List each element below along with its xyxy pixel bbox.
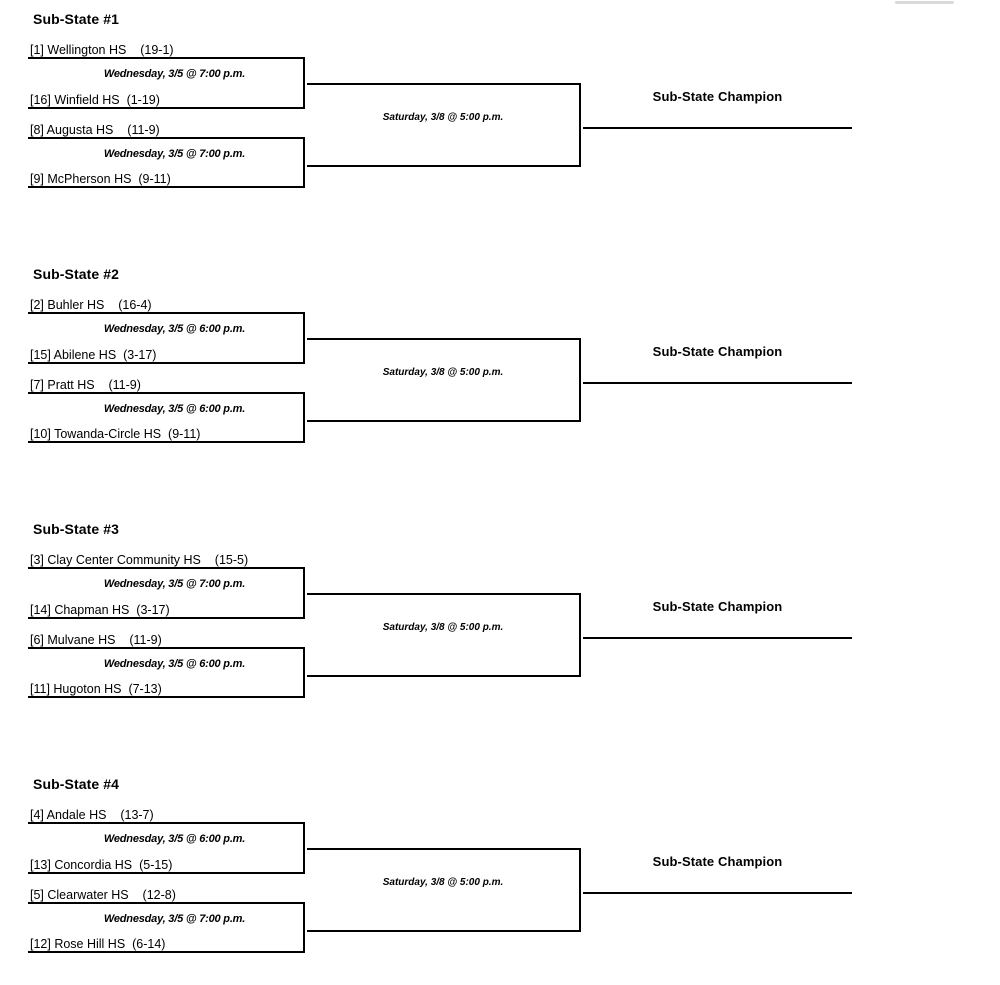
game-schedule: Wednesday, 3/5 @ 7:00 p.m. (103, 913, 246, 925)
game-schedule: Wednesday, 3/5 @ 6:00 p.m. (103, 833, 246, 845)
champion-line (583, 637, 852, 639)
sub-state-1-section: Sub-State #1 [1] Wellington HS (19-1) We… (0, 11, 1000, 266)
team-slot: [12] Rose Hill HS (6-14) (30, 937, 166, 951)
game-schedule: Wednesday, 3/5 @ 6:00 p.m. (103, 658, 246, 670)
final-schedule: Saturday, 3/8 @ 5:00 p.m. (382, 877, 504, 888)
team-slot: [9] McPherson HS (9-11) (30, 172, 171, 186)
game-box (28, 567, 305, 619)
champion-line (583, 892, 852, 894)
game-schedule: Wednesday, 3/5 @ 7:00 p.m. (103, 578, 246, 590)
sub-state-2-section: Sub-State #2 [2] Buhler HS (16-4) Wednes… (0, 266, 1000, 521)
team-slot: [10] Towanda-Circle HS (9-11) (30, 427, 201, 441)
bracket-title: Sub-State #3 (33, 521, 119, 537)
game-box (28, 137, 305, 188)
game-box (28, 647, 305, 698)
final-game-box (307, 338, 581, 422)
game-schedule: Wednesday, 3/5 @ 7:00 p.m. (103, 148, 246, 160)
team-slot: [13] Concordia HS (5-15) (30, 858, 173, 872)
final-game-box (307, 83, 581, 167)
team-slot: [5] Clearwater HS (12-8) (30, 888, 176, 902)
game-schedule: Wednesday, 3/5 @ 6:00 p.m. (103, 403, 246, 415)
team-slot: [4] Andale HS (13-7) (30, 808, 154, 822)
team-slot: [16] Winfield HS (1-19) (30, 93, 160, 107)
scrollbar-remnant-artifact (895, 1, 954, 4)
champion-label: Sub-State Champion (652, 599, 783, 614)
sub-state-4-section: Sub-State #4 [4] Andale HS (13-7) Wednes… (0, 776, 1000, 985)
team-slot: [1] Wellington HS (19-1) (30, 43, 174, 57)
bracket-title: Sub-State #2 (33, 266, 119, 282)
final-schedule: Saturday, 3/8 @ 5:00 p.m. (382, 622, 504, 633)
game-box (28, 312, 305, 364)
game-box (28, 822, 305, 874)
final-schedule: Saturday, 3/8 @ 5:00 p.m. (382, 367, 504, 378)
game-schedule: Wednesday, 3/5 @ 6:00 p.m. (103, 323, 246, 335)
bracket-title: Sub-State #1 (33, 11, 119, 27)
team-slot: [7] Pratt HS (11-9) (30, 378, 141, 392)
champion-line (583, 127, 852, 129)
game-box (28, 392, 305, 443)
team-slot: [3] Clay Center Community HS (15-5) (30, 553, 249, 567)
team-slot: [8] Augusta HS (11-9) (30, 123, 160, 137)
final-schedule: Saturday, 3/8 @ 5:00 p.m. (382, 112, 504, 123)
game-box (28, 902, 305, 953)
game-box (28, 57, 305, 109)
team-slot: [6] Mulvane HS (11-9) (30, 633, 162, 647)
team-slot: [2] Buhler HS (16-4) (30, 298, 152, 312)
team-slot: [11] Hugoton HS (7-13) (30, 682, 162, 696)
champion-line (583, 382, 852, 384)
sub-state-3-section: Sub-State #3 [3] Clay Center Community H… (0, 521, 1000, 776)
game-schedule: Wednesday, 3/5 @ 7:00 p.m. (103, 68, 246, 80)
champion-label: Sub-State Champion (652, 854, 783, 869)
bracket-title: Sub-State #4 (33, 776, 119, 792)
team-slot: [14] Chapman HS (3-17) (30, 603, 170, 617)
team-slot: [15] Abilene HS (3-17) (30, 348, 157, 362)
final-game-box (307, 848, 581, 932)
champion-label: Sub-State Champion (652, 89, 783, 104)
champion-label: Sub-State Champion (652, 344, 783, 359)
final-game-box (307, 593, 581, 677)
